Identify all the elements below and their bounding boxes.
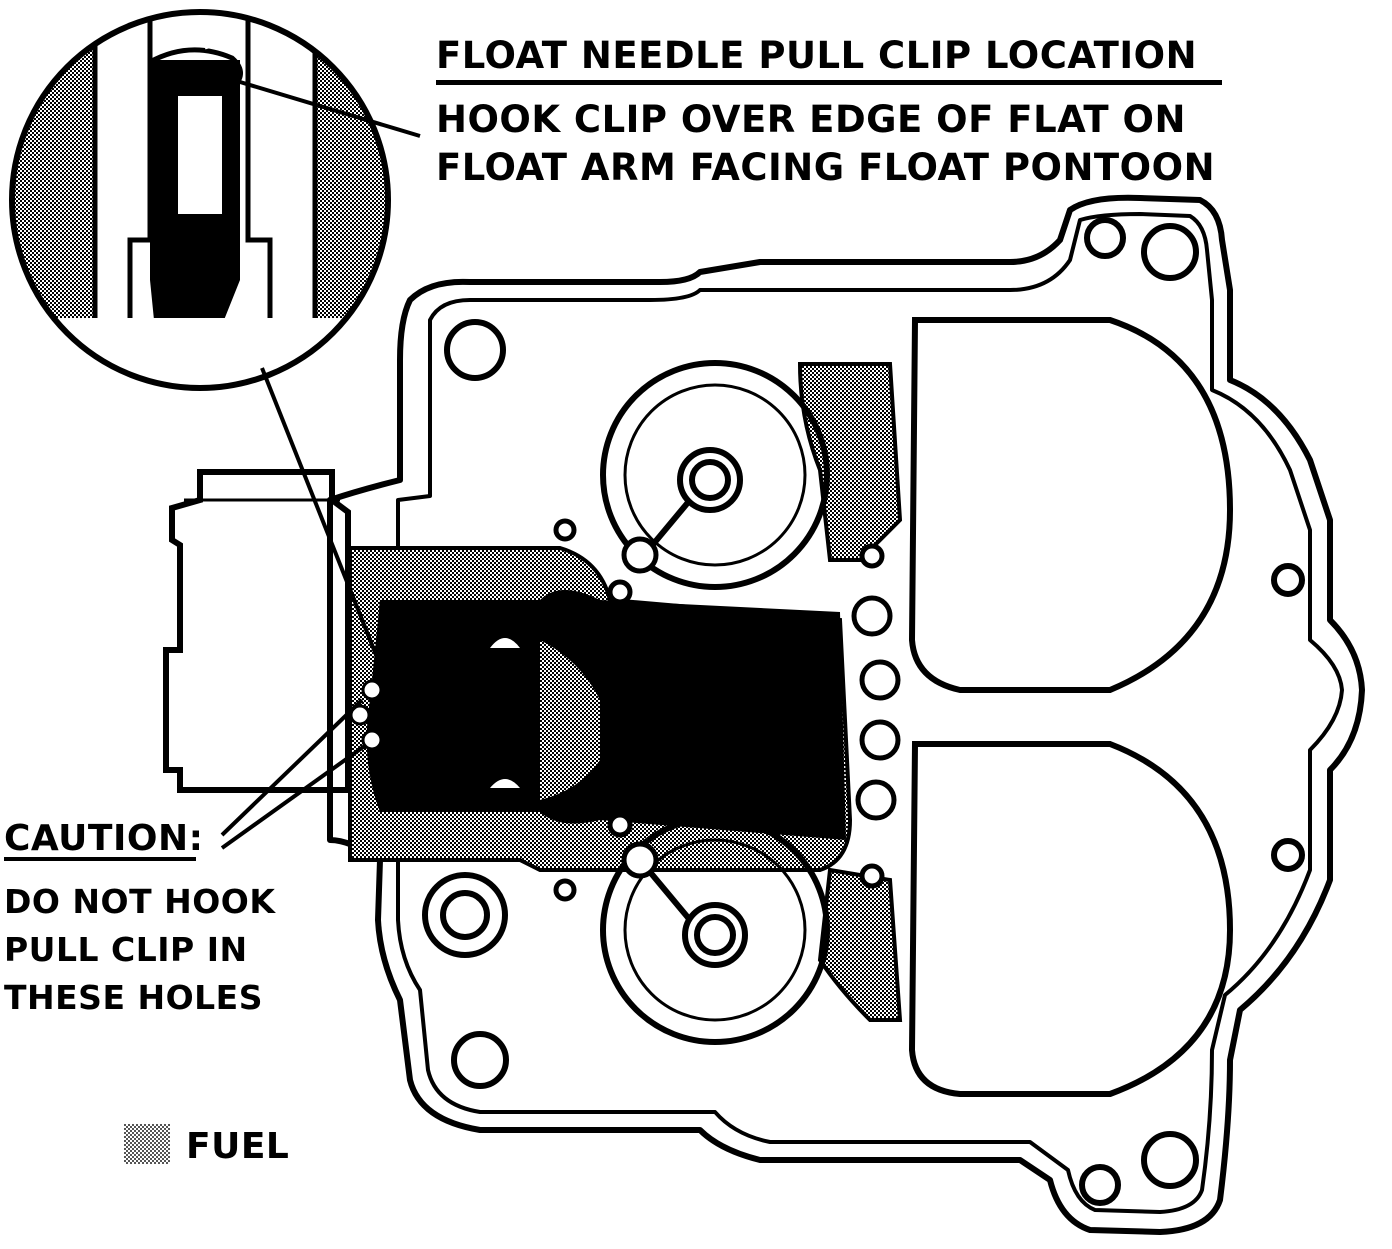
fuel-legend-swatch xyxy=(124,1124,170,1164)
caution-holes xyxy=(349,679,383,751)
leader-lines xyxy=(220,80,421,850)
caution-underline xyxy=(4,857,196,861)
primary-bores xyxy=(600,360,830,1045)
caution-line-2: PULL CLIP IN xyxy=(4,930,248,969)
diagram-title: FLOAT NEEDLE PULL CLIP LOCATION xyxy=(436,34,1198,77)
instruction-line-2: FLOAT ARM FACING FLOAT PONTOON xyxy=(436,146,1216,189)
fuel-legend-label: FUEL xyxy=(186,1126,290,1167)
caution-line-3: THESE HOLES xyxy=(4,978,263,1017)
caution-label: CAUTION: xyxy=(4,818,204,859)
float-pontoons xyxy=(908,317,1234,1097)
instruction-line-1: HOOK CLIP OVER EDGE OF FLAT ON xyxy=(436,98,1186,141)
float-arm-channel xyxy=(366,590,846,840)
float-arm-slots xyxy=(490,638,520,788)
jet-holes xyxy=(553,518,901,902)
magnified-inset xyxy=(9,9,391,391)
bolt-holes xyxy=(422,217,1305,1206)
title-underline xyxy=(436,80,1222,85)
air-horn-gasket xyxy=(327,194,1365,1235)
caution-line-1: DO NOT HOOK xyxy=(4,882,276,921)
